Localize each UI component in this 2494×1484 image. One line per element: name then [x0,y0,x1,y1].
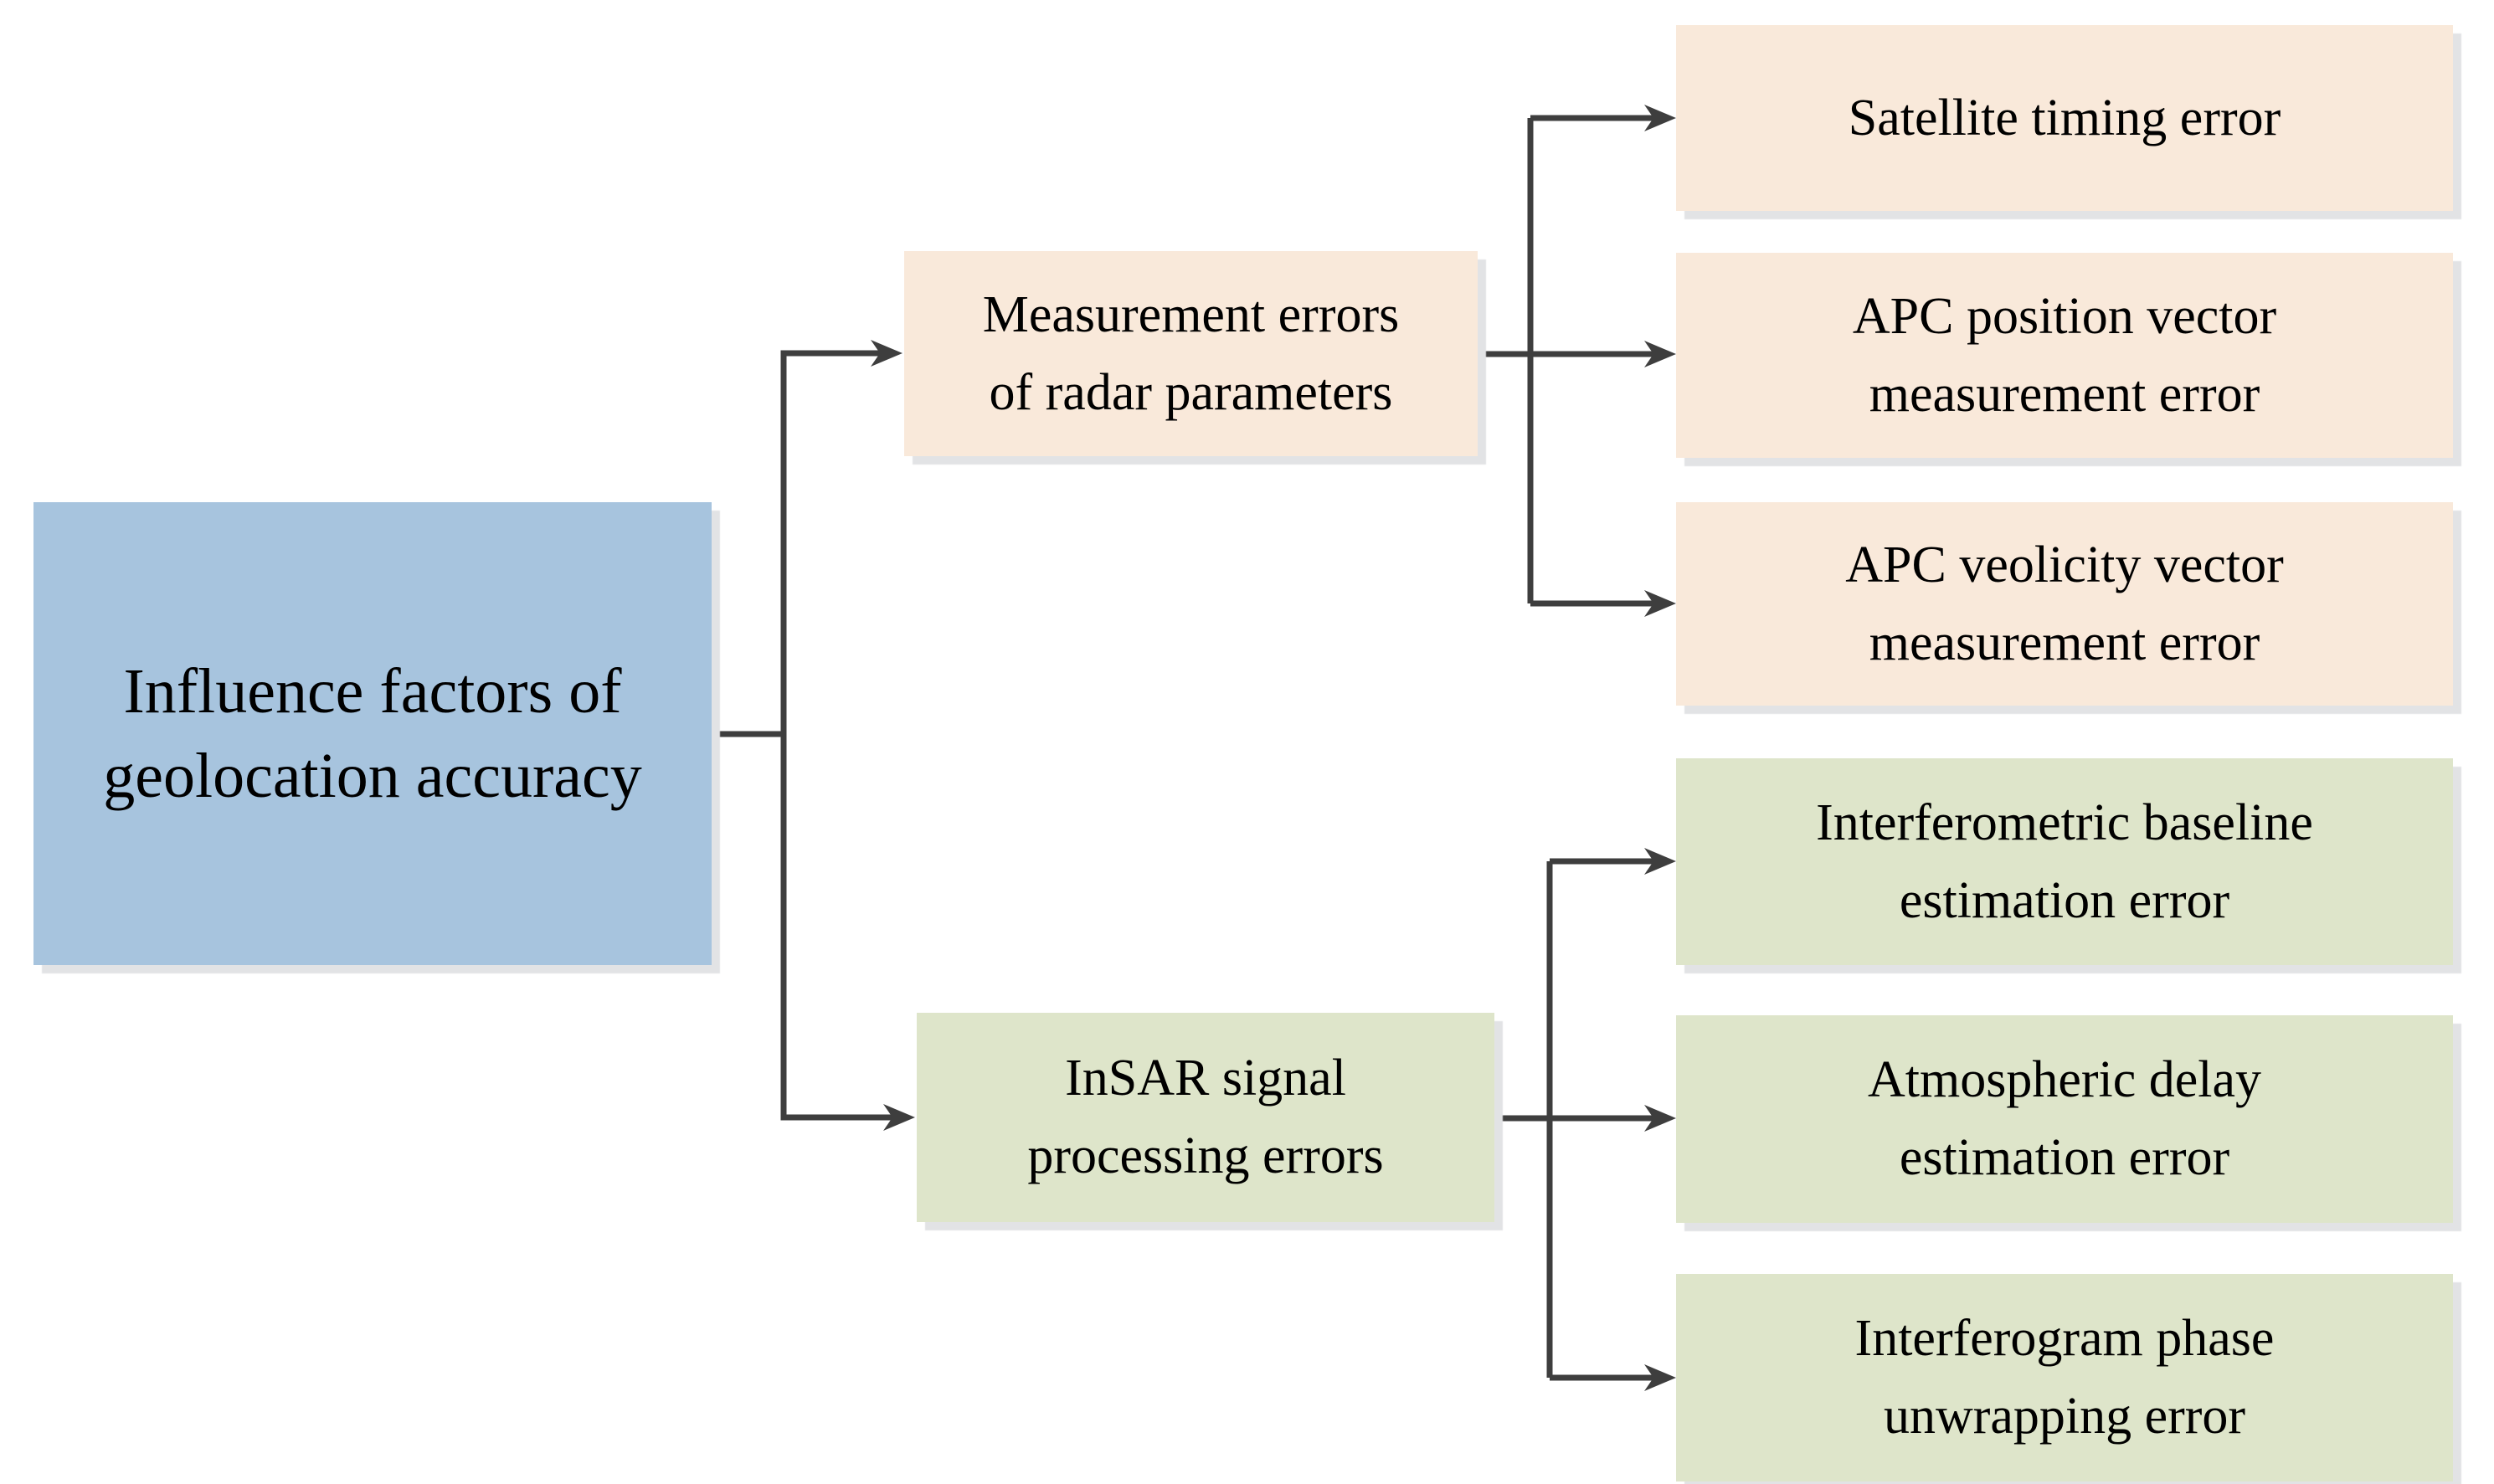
branch-node-measurement-errors: Measurement errors of radar parameters [904,251,1478,456]
leaf-node-interferometric-baseline-error: Interferometric baseline estimation erro… [1676,758,2453,965]
arrowhead-icon [883,1104,915,1131]
arrowhead-icon [1644,341,1676,367]
root-node-influence-factors: Influence factors of geolocation accurac… [33,502,712,965]
arrowhead-icon [1644,105,1676,131]
leaf-node-satellite-timing-error: Satellite timing error [1676,25,2453,211]
leaf-node-interferogram-phase-unwrapping-error: Interferogram phase unwrapping error [1676,1274,2453,1481]
connector-branch1-to-leaves [1478,105,1676,617]
branch-node-insar-processing-errors: InSAR signal processing errors [917,1013,1494,1222]
connector-line [780,350,884,734]
arrowhead-icon [1644,848,1676,875]
leaf-node-apc-position-vector-error: APC position vector measurement error [1676,253,2453,458]
arrowhead-icon [1644,1105,1676,1132]
arrowhead-icon [1644,1364,1676,1391]
arrowhead-icon [1644,590,1676,617]
leaf-node-apc-velocity-vector-error: APC veolicity vector measurement error [1676,502,2453,706]
arrowhead-icon [871,340,902,367]
connector-branch2-to-leaves [1494,848,1676,1391]
connector-line [780,734,897,1121]
connector-root-to-branches [712,340,915,1131]
leaf-node-atmospheric-delay-error: Atmospheric delay estimation error [1676,1015,2453,1223]
